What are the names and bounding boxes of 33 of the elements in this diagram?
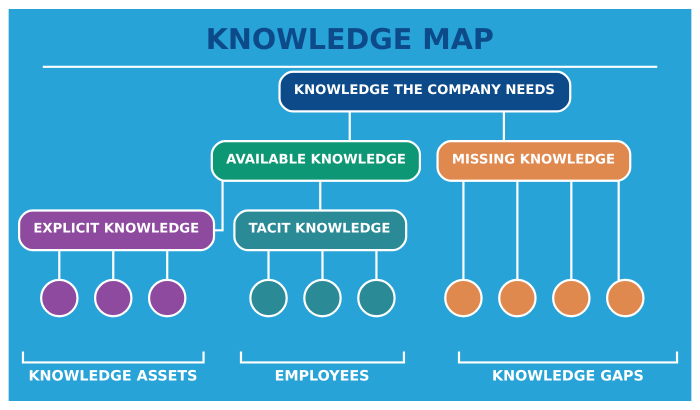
connector [570, 180, 572, 280]
node-circle [552, 278, 591, 318]
connector [58, 250, 60, 280]
node-circle [40, 278, 79, 318]
node-box: KNOWLEDGE THE COMPANY NEEDS [278, 70, 572, 112]
node-circle [498, 278, 537, 318]
connector [319, 181, 322, 210]
connector [214, 181, 224, 232]
node-circle [249, 278, 288, 318]
connector [166, 250, 168, 280]
label: KNOWLEDGE GAPS [492, 368, 644, 385]
connector [321, 250, 324, 280]
node-box: MISSING KNOWLEDGE [436, 140, 632, 182]
node-circle [444, 278, 483, 318]
node-circle [606, 278, 645, 318]
label: EMPLOYEES [274, 368, 370, 385]
node-circle [148, 278, 186, 318]
label: KNOWLEDGE ASSETS [28, 368, 198, 385]
connector [462, 180, 465, 280]
connector [375, 250, 378, 280]
connector [618, 180, 620, 282]
node-circle [303, 278, 342, 318]
connector [267, 250, 270, 280]
node-box: EXPLICIT KNOWLEDGE [18, 209, 216, 252]
node-circle [94, 278, 133, 318]
node-circle [357, 278, 396, 318]
node-box: TACIT KNOWLEDGE [233, 209, 408, 252]
connector [502, 112, 505, 141]
connector [112, 250, 114, 280]
connector [516, 180, 518, 280]
connector [348, 112, 351, 141]
diagram-title: KNOWLEDGE MAP [206, 22, 494, 56]
node-box: AVAILABLE KNOWLEDGE [210, 140, 422, 182]
